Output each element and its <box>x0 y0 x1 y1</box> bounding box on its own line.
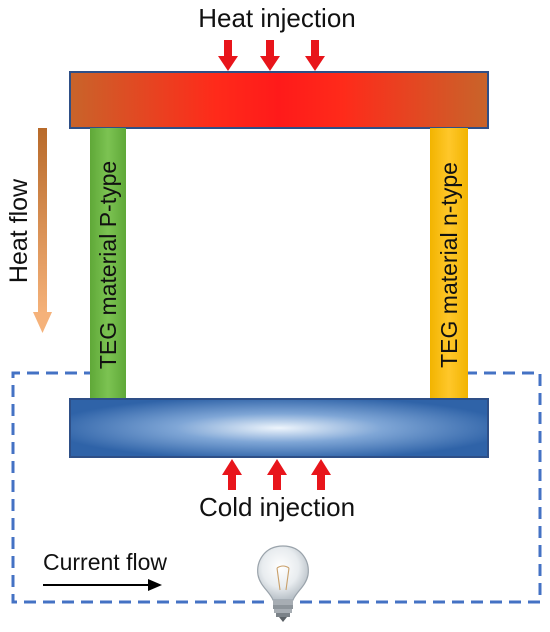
heat-injection-arrows <box>218 40 325 71</box>
cold-injection-arrows <box>222 459 331 490</box>
current-flow-label: Current flow <box>43 549 167 575</box>
cold-injection-label: Cold injection <box>199 492 355 522</box>
n-type-leg <box>430 128 468 399</box>
light-bulb-icon <box>257 545 309 622</box>
cold-injection-arrow <box>311 459 331 490</box>
heat-injection-label: Heat injection <box>198 3 356 33</box>
p-type-leg <box>90 128 126 399</box>
cold-injection-arrow <box>267 459 287 490</box>
heat-injection-arrow <box>218 40 238 71</box>
hot-plate <box>69 71 489 129</box>
heat-flow-label: Heat flow <box>5 178 33 283</box>
current-flow-arrow <box>43 579 162 591</box>
cold-plate <box>69 398 489 458</box>
heat-flow-arrow <box>33 128 52 333</box>
cold-injection-arrow <box>222 459 242 490</box>
heat-injection-arrow <box>260 40 280 71</box>
circuit-wire <box>11 371 542 604</box>
n-type-label: TEG material n-type <box>436 162 462 368</box>
p-type-label: TEG material P-type <box>95 161 121 369</box>
heat-injection-arrow <box>305 40 325 71</box>
